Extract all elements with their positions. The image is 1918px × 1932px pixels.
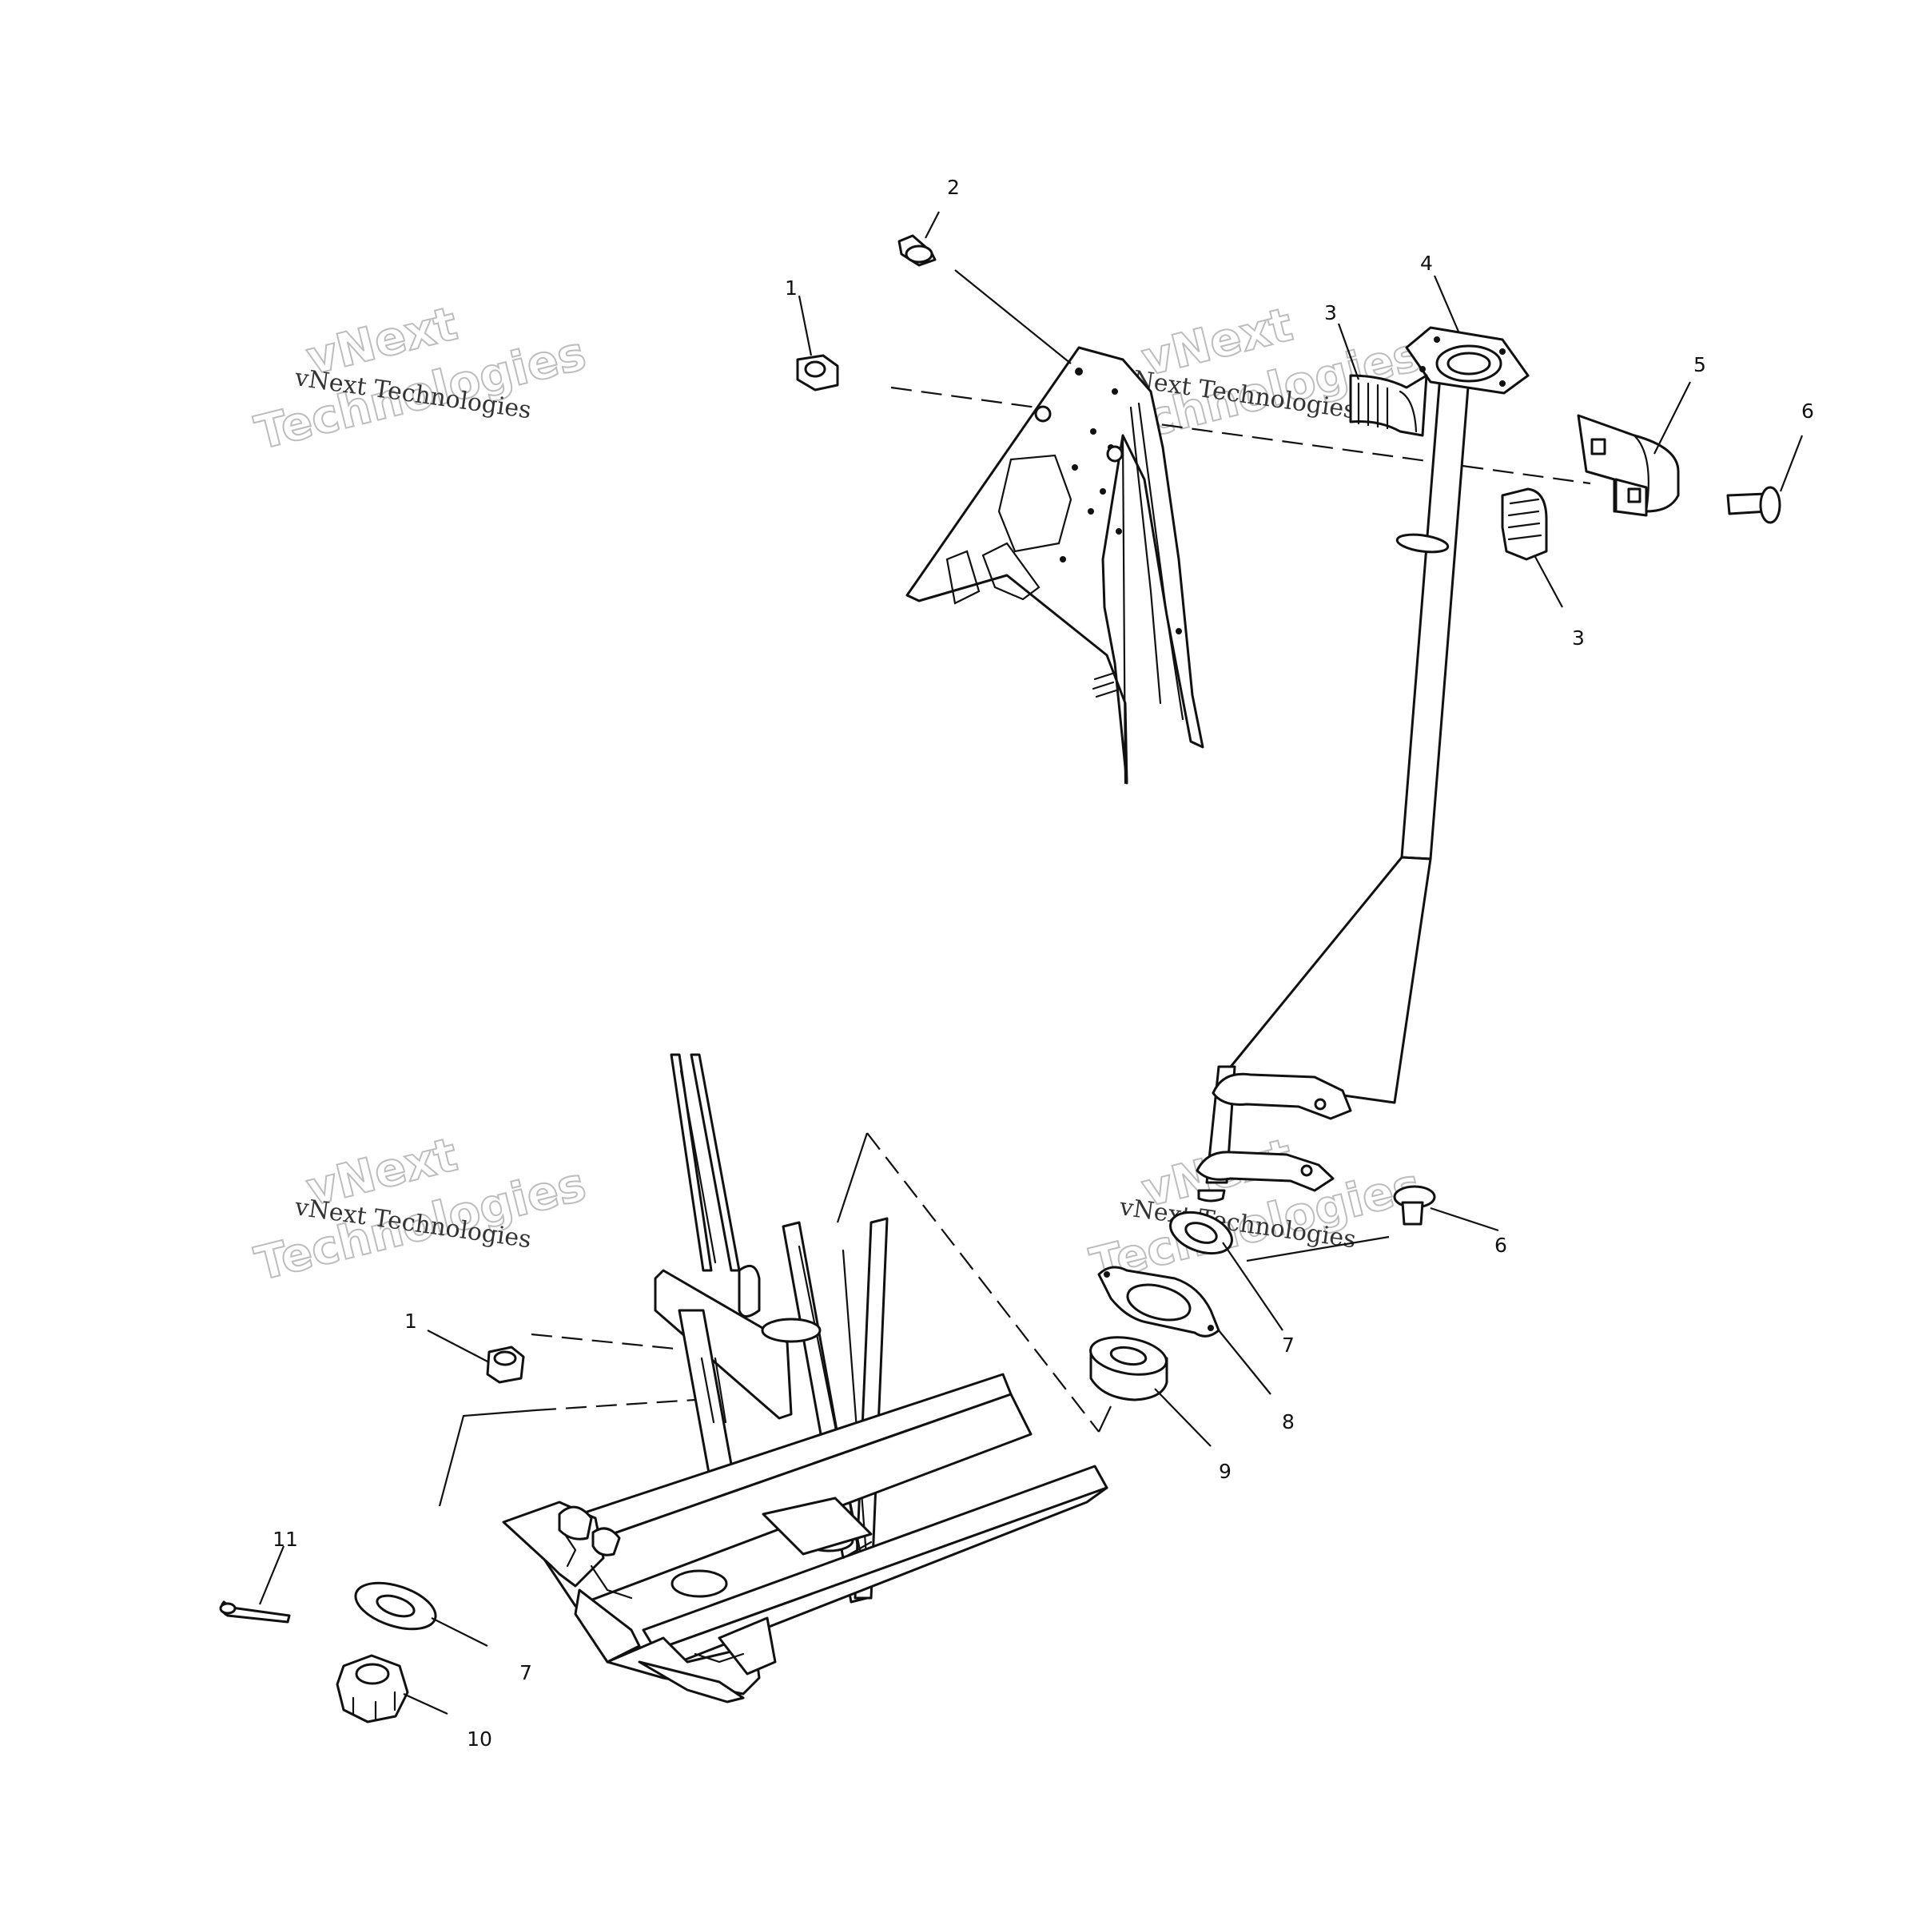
callout-7-upper: 7	[1282, 1334, 1295, 1357]
washer-part-7-upper	[1169, 1210, 1233, 1255]
callout-labels: 1 2 3 4 5 6 3 6 7 1 8 9 11 7 10	[273, 176, 1814, 1751]
clamp-part-5	[1577, 414, 1680, 517]
castle-nut-part-10	[336, 1654, 409, 1723]
lower-nut-dashed-line	[531, 1333, 676, 1350]
nut-part-1-upper	[796, 354, 839, 392]
lower-nut-dashed-line	[535, 1398, 696, 1412]
callout-1-upper: 1	[785, 276, 798, 300]
callout-10: 10	[467, 1727, 492, 1751]
callout-5: 5	[1693, 353, 1706, 376]
callout-7-lower: 7	[519, 1661, 532, 1684]
assembly-lines	[438, 386, 1591, 1507]
callout-2: 2	[947, 176, 960, 199]
post-alignment-line	[1098, 1405, 1112, 1433]
callout-6-upper: 6	[1801, 400, 1814, 423]
watermark-group: vNext Technologies vNext Technologies vN…	[249, 295, 1427, 1293]
callout-9: 9	[1219, 1460, 1232, 1483]
nut-part-1-lower	[486, 1346, 525, 1384]
bushing-half-part-3-upper	[1349, 374, 1428, 437]
lower-post-dashed-line	[866, 1132, 1100, 1433]
callout-8: 8	[1282, 1410, 1295, 1433]
flange-plate-part-8	[1097, 1266, 1220, 1338]
bolt-part-6-upper	[1726, 486, 1781, 524]
upper-frame-bracket	[905, 346, 1204, 785]
callout-3-upper: 3	[1324, 301, 1337, 324]
nut-alignment-line	[438, 1409, 536, 1507]
bolt-alignment-line	[1246, 1235, 1390, 1262]
cotter-pin-part-11	[219, 1600, 291, 1624]
callout-6-lower: 6	[1494, 1234, 1507, 1257]
grease-fitting-part-2	[897, 234, 937, 267]
post-alignment-line	[836, 1132, 869, 1223]
callout-11: 11	[273, 1528, 298, 1551]
leader-lines	[258, 211, 1804, 1715]
callout-3-lower: 3	[1572, 626, 1585, 650]
bushing-half-part-3-lower	[1501, 487, 1548, 561]
flange-bearing-part-4	[1405, 326, 1530, 395]
lower-frame-assembly	[502, 1053, 1108, 1703]
callout-1-lower: 1	[404, 1310, 417, 1333]
callout-4: 4	[1420, 252, 1433, 275]
upper-assembly-dashed-line	[890, 386, 1591, 485]
washer-part-7-lower	[354, 1581, 437, 1631]
bolt-part-6-lower	[1393, 1185, 1436, 1226]
steering-post	[1196, 374, 1470, 1203]
bushing-ring-part-9	[1089, 1336, 1168, 1401]
